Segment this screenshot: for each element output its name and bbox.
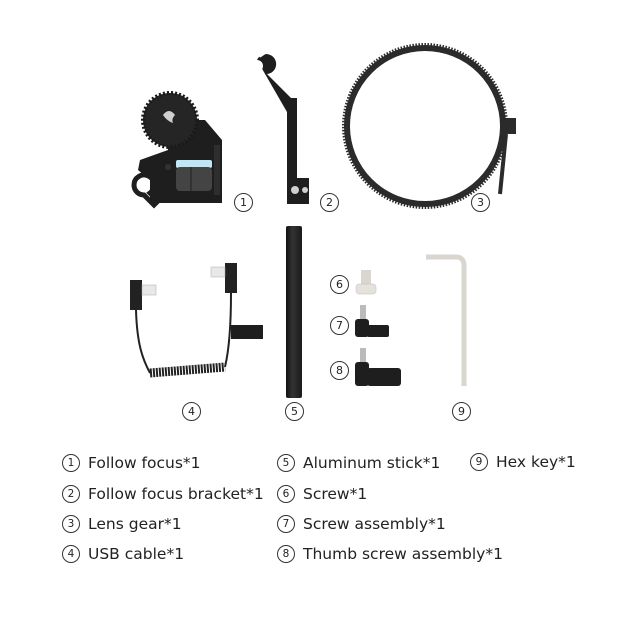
hex-key-image (426, 254, 467, 386)
legend-number: 4 (62, 545, 80, 563)
item-number-2: 2 (320, 193, 339, 212)
legend-number: 3 (62, 515, 80, 533)
item-number-4: 4 (182, 402, 201, 421)
legend-label: USB cable*1 (88, 545, 185, 563)
legend-number: 7 (277, 515, 295, 533)
legend-number: 2 (62, 485, 80, 503)
item-number-8: 8 (330, 361, 349, 380)
legend-label: Follow focus*1 (88, 454, 201, 472)
legend-number: 1 (62, 454, 80, 472)
legend-label: Thumb screw assembly*1 (303, 545, 503, 563)
legend-item-lens-gear: 3 Lens gear*1 (62, 515, 182, 533)
screw-assembly-image (355, 305, 389, 337)
legend-label: Screw assembly*1 (303, 515, 446, 533)
legend-label: Lens gear*1 (88, 515, 182, 533)
thumb-screw-assembly-image (355, 348, 401, 386)
item-number-5: 5 (285, 402, 304, 421)
legend-label: Aluminum stick*1 (303, 454, 441, 472)
legend-item-screw-assembly: 7 Screw assembly*1 (277, 515, 446, 533)
legend-label: Hex key*1 (496, 453, 576, 471)
legend-item-hex-key: 9 Hex key*1 (470, 453, 576, 471)
item-number-7: 7 (330, 316, 349, 335)
screw-image (355, 270, 377, 295)
legend-label: Follow focus bracket*1 (88, 485, 264, 503)
legend-item-usb-cable: 4 USB cable*1 (62, 545, 184, 563)
follow-focus-bracket-image (251, 50, 309, 204)
item-number-9: 9 (452, 402, 471, 421)
legend-item-aluminum-stick: 5 Aluminum stick*1 (277, 454, 440, 472)
legend-item-screw: 6 Screw*1 (277, 485, 367, 503)
item-number-6: 6 (330, 275, 349, 294)
aluminum-stick-image (286, 226, 302, 398)
legend-number: 8 (277, 545, 295, 563)
item-number-3: 3 (471, 193, 490, 212)
legend-number: 6 (277, 485, 295, 503)
legend-label: Screw*1 (303, 485, 368, 503)
follow-focus-image (131, 91, 222, 209)
legend-item-follow-focus: 1 Follow focus*1 (62, 454, 201, 472)
legend-number: 9 (470, 453, 488, 471)
usb-cable-image (130, 263, 263, 378)
legend-item-thumb-screw-assembly: 8 Thumb screw assembly*1 (277, 545, 503, 563)
lens-gear-image (342, 43, 516, 209)
legend-number: 5 (277, 454, 295, 472)
legend-item-follow-focus-bracket: 2 Follow focus bracket*1 (62, 485, 264, 503)
item-number-1: 1 (234, 193, 253, 212)
